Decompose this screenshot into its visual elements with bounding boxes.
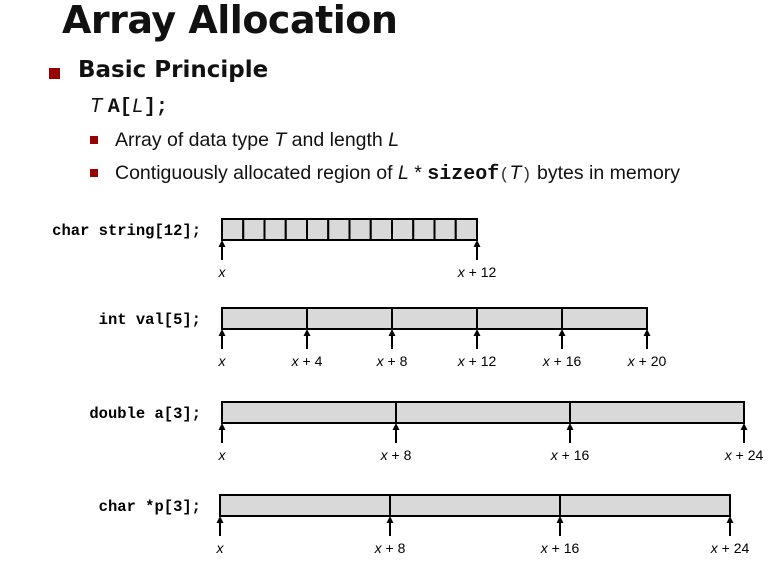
address-label: x + 12 [457, 264, 497, 280]
address-label: x + 16 [542, 353, 582, 369]
level1-bullet-icon [49, 68, 60, 79]
array-row: char string[12]; x x + 12 [52, 218, 497, 280]
address-label: x + 16 [540, 540, 580, 556]
array-declaration: T A[L]; [90, 95, 168, 119]
address-arrow-icon [218, 329, 226, 349]
point2-type: T [509, 162, 522, 184]
array-declaration-label: char string[12]; [52, 222, 201, 240]
point1-text-c: and length [286, 129, 389, 151]
address-label: x + 4 [291, 353, 323, 369]
address-arrow-icon [558, 329, 566, 349]
array-row: char *p[3]; x x + 8 x + 16 x + 24 [99, 494, 750, 556]
address-arrow-icon [218, 240, 226, 260]
point1-type: T [274, 129, 287, 151]
point1-length: L [388, 129, 400, 151]
level2-bullet-icon [90, 169, 98, 177]
memory-cell [306, 218, 330, 241]
address-label: x + 8 [376, 353, 408, 369]
memory-cell [395, 401, 571, 424]
address-arrow-icon [218, 423, 226, 443]
memory-cell [389, 494, 561, 517]
address-label: x + 20 [627, 353, 667, 369]
memory-cell [391, 218, 415, 241]
address-arrow-icon [216, 516, 224, 536]
slide-title: Array Allocation [62, 0, 398, 42]
array-row: double a[3]; x x + 8 x + 16 x + 24 [89, 401, 764, 463]
address-label: x + 8 [374, 540, 406, 556]
memory-cell [569, 401, 745, 424]
address-arrow-icon [740, 423, 748, 443]
memory-cell [433, 218, 457, 241]
address-label: x + 24 [710, 540, 750, 556]
address-arrow-icon [303, 329, 311, 349]
address-label: x + 16 [550, 447, 590, 463]
array-declaration-label: char *p[3]; [99, 498, 201, 516]
address-label: x [218, 264, 227, 280]
address-arrow-icon [726, 516, 734, 536]
array-declaration-label: double a[3]; [89, 405, 201, 423]
memory-cell [348, 218, 372, 241]
address-label: x [216, 540, 225, 556]
memory-cell [391, 307, 478, 330]
memory-cell [284, 218, 308, 241]
point2-sizeof: sizeof [427, 163, 500, 186]
memory-cell [221, 218, 245, 241]
array-declaration-label: int val[5]; [99, 311, 201, 329]
memory-cell [476, 307, 563, 330]
level2-bullet-icon [90, 136, 98, 144]
memory-cell [559, 494, 731, 517]
principle-heading: Basic Principle [78, 57, 269, 83]
address-label: x [218, 447, 227, 463]
memory-cell [263, 218, 287, 241]
address-label: x [218, 353, 227, 369]
address-arrow-icon [643, 329, 651, 349]
point2-text-a: Contiguously allocated region of [115, 162, 398, 184]
point2-close-paren: ) [521, 166, 532, 185]
decl-name: A[ [107, 96, 132, 119]
address-arrow-icon [566, 423, 574, 443]
memory-cell [242, 218, 266, 241]
decl-type: T [90, 95, 103, 117]
array-row: int val[5]; x x + 4 x + 8 x + 12 x + 16 x + 20 [99, 307, 667, 369]
decl-close: ]; [143, 96, 168, 119]
memory-cell [412, 218, 436, 241]
memory-cell [306, 307, 393, 330]
memory-cell [369, 218, 393, 241]
memory-cell [327, 218, 351, 241]
principle-point-1: Array of data type T and length L [115, 129, 399, 152]
address-arrow-icon [386, 516, 394, 536]
memory-cell [454, 218, 478, 241]
address-arrow-icon [473, 329, 481, 349]
memory-cell [221, 401, 397, 424]
memory-cell [221, 307, 308, 330]
principle-point-2: Contiguously allocated region of L * siz… [115, 162, 680, 186]
address-arrow-icon [388, 329, 396, 349]
point2-text-h: bytes in memory [531, 162, 681, 184]
point1-text-a: Array of data type [115, 129, 275, 151]
decl-length: L [131, 96, 144, 119]
address-label: x + 24 [724, 447, 764, 463]
address-label: x + 12 [457, 353, 497, 369]
point2-times: * [408, 162, 428, 184]
address-arrow-icon [556, 516, 564, 536]
memory-cell [561, 307, 648, 330]
memory-cell [219, 494, 391, 517]
address-arrow-icon [392, 423, 400, 443]
address-label: x + 8 [380, 447, 412, 463]
point2-length: L [397, 162, 409, 184]
address-arrow-icon [473, 240, 481, 260]
point2-open-paren: ( [499, 166, 510, 185]
